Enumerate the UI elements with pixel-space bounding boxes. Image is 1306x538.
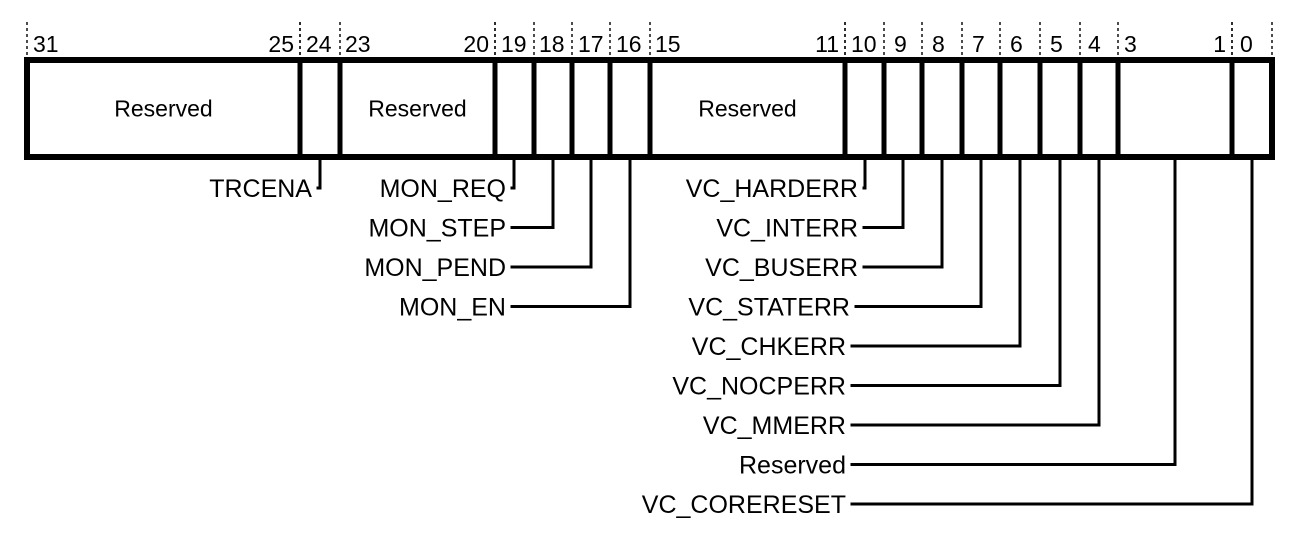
- field-label-vc_nocperr: VC_NOCPERR: [672, 373, 846, 401]
- register-box: [24, 57, 1275, 160]
- bit-number-16: 16: [616, 31, 642, 57]
- leader-line-mon_req: [510, 155, 516, 190]
- bit-number-25: 25: [268, 31, 294, 57]
- bit-number-15: 15: [655, 31, 681, 57]
- callout-leader-lines: [316, 155, 1254, 506]
- bit-number-20: 20: [463, 31, 489, 57]
- bit-number-0: 0: [1240, 31, 1253, 57]
- field-label-vc_mmerr: VC_MMERR: [703, 412, 846, 440]
- leader-line-vc_nocperr: [850, 155, 1062, 387]
- bit-number-3: 3: [1124, 31, 1137, 57]
- bit-tick-marks: [26, 22, 1273, 60]
- field-label-mon_pend: MON_PEND: [364, 254, 506, 282]
- bit-number-11: 11: [815, 31, 839, 57]
- cell-label-15:11: Reserved: [698, 96, 796, 122]
- bit-number-5: 5: [1050, 31, 1063, 57]
- field-label-vc_buserr: VC_BUSERR: [705, 254, 858, 282]
- field-label-trcena: TRCENA: [209, 175, 312, 203]
- bit-number-17: 17: [578, 31, 604, 57]
- bit-number-1: 1: [1213, 31, 1226, 57]
- field-label-mon_req: MON_REQ: [380, 175, 506, 203]
- field-label-mon_step: MON_STEP: [368, 215, 506, 243]
- bit-number-18: 18: [539, 31, 565, 57]
- bit-number-24: 24: [306, 31, 332, 57]
- leader-line-mon_en: [510, 155, 632, 308]
- leader-line-vc_staterr: [854, 155, 983, 308]
- field-label-vc_chkerr: VC_CHKERR: [692, 333, 846, 361]
- leader-line-mon_pend: [510, 155, 593, 269]
- field-label-mon_en: MON_EN: [399, 294, 506, 322]
- field-label-vc_corereset: VC_CORERESET: [642, 491, 846, 519]
- bit-number-19: 19: [501, 31, 527, 57]
- bit-number-9: 9: [894, 31, 907, 57]
- callout-field-labels: TRCENA MON_REQ MON_STEP MON_PEND MON_EN VC_HA…: [209, 175, 858, 519]
- leader-line-mon_step: [510, 155, 555, 229]
- field-label-vc_harderr: VC_HARDERR: [686, 175, 858, 203]
- leader-line-vc_chkerr: [850, 155, 1022, 348]
- cell-labels: Reserved Reserved Reserved: [114, 96, 796, 122]
- leader-line-vc_harderr: [862, 155, 867, 190]
- cell-label-23:20: Reserved: [368, 96, 466, 122]
- bit-number-31: 31: [33, 31, 59, 57]
- bit-number-10: 10: [851, 31, 877, 57]
- bit-number-23: 23: [345, 31, 371, 57]
- register-box-outline: [24, 57, 1275, 160]
- leader-line-vc_buserr: [862, 155, 944, 269]
- cell-dividers: [297, 63, 1235, 154]
- field-label-reserved: Reserved: [739, 452, 846, 480]
- bit-number-4: 4: [1088, 31, 1101, 57]
- bit-number-6: 6: [1010, 31, 1023, 57]
- leader-line-vc_corereset: [850, 155, 1254, 506]
- bit-number-8: 8: [932, 31, 945, 57]
- leader-line-vc_interr: [862, 155, 905, 229]
- leader-line-trcena: [316, 155, 322, 190]
- leader-line-vc_mmerr: [850, 155, 1101, 427]
- field-label-vc_staterr: VC_STATERR: [688, 294, 850, 322]
- field-label-vc_interr: VC_INTERR: [716, 215, 858, 243]
- leader-line-reserved: [850, 155, 1177, 466]
- cell-label-31:25: Reserved: [114, 96, 212, 122]
- bit-number-7: 7: [972, 31, 985, 57]
